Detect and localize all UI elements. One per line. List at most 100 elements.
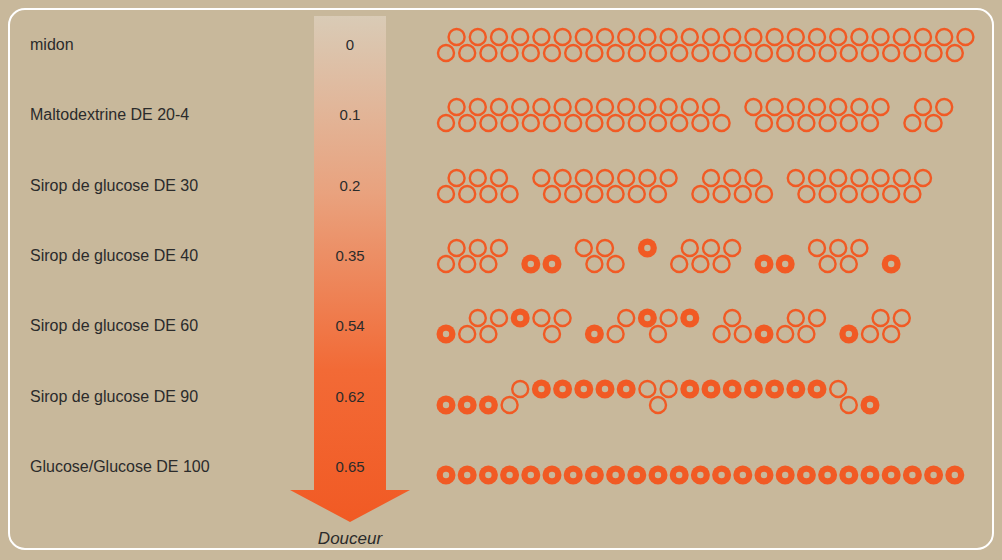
glucose-ring: [714, 45, 730, 61]
free-glucose: [638, 309, 657, 328]
glucose-ring: [809, 99, 825, 115]
glucose-ring: [459, 45, 475, 61]
glucose-ring: [671, 256, 687, 272]
glucose-ring: [682, 99, 698, 115]
glucose-ring: [703, 240, 719, 256]
free-glucose: [839, 325, 858, 344]
glucose-ring: [533, 29, 549, 45]
glucose-ring: [692, 115, 708, 131]
glucose-ring: [724, 240, 740, 256]
glucose-ring: [502, 115, 518, 131]
axis-label: Douceur: [318, 529, 382, 549]
glucose-ring: [661, 310, 677, 326]
glucose-ring: [820, 45, 836, 61]
glucose-ring: [565, 45, 581, 61]
glucose-ring: [523, 115, 539, 131]
free-glucose: [458, 396, 477, 415]
glucose-ring: [788, 170, 804, 186]
glucose-ring: [692, 256, 708, 272]
free-glucose-center: [464, 402, 470, 408]
glucose-ring: [555, 310, 571, 326]
glucose-ring: [608, 45, 624, 61]
free-glucose: [680, 309, 699, 328]
glucose-ring: [767, 99, 783, 115]
glucose-ring: [936, 99, 952, 115]
glucose-ring: [597, 99, 613, 115]
glucose-ring: [438, 45, 454, 61]
glucose-ring: [449, 170, 465, 186]
glucose-ring: [820, 186, 836, 202]
free-glucose: [585, 325, 604, 344]
glucose-ring: [597, 29, 613, 45]
sweetness-value: 0.54: [335, 317, 364, 335]
glucose-ring: [915, 170, 931, 186]
glucose-ring: [491, 170, 507, 186]
glucose-ring: [555, 99, 571, 115]
glucose-ring: [576, 170, 592, 186]
free-glucose-center: [729, 386, 735, 392]
free-glucose-center: [443, 331, 449, 337]
free-glucose-center: [761, 261, 767, 267]
glucose-ring: [523, 45, 539, 61]
free-glucose: [553, 380, 572, 399]
free-glucose-center: [506, 472, 512, 478]
sweetness-value: 0.1: [340, 106, 361, 124]
glucose-ring: [480, 186, 496, 202]
sweetness-arrow: [290, 16, 410, 522]
glucose-ring: [830, 170, 846, 186]
glucose-ring: [491, 29, 507, 45]
glucose-ring: [650, 115, 666, 131]
glucose-ring: [544, 326, 560, 342]
free-glucose: [797, 466, 816, 485]
free-glucose-center: [814, 386, 820, 392]
glucose-ring: [756, 186, 772, 202]
free-glucose: [712, 466, 731, 485]
free-glucose: [755, 255, 774, 274]
free-glucose-center: [549, 472, 555, 478]
free-glucose-center: [644, 315, 650, 321]
glucose-ring: [449, 240, 465, 256]
free-glucose-center: [443, 402, 449, 408]
free-glucose-center: [644, 245, 650, 251]
glucose-ring: [639, 381, 655, 397]
free-glucose: [903, 466, 922, 485]
free-glucose-center: [771, 386, 777, 392]
glucose-ring: [735, 186, 751, 202]
glucose-ring: [544, 115, 560, 131]
glucose-ring: [788, 310, 804, 326]
glucose-ring: [618, 170, 634, 186]
product-name: Sirop de glucose DE 40: [30, 246, 198, 265]
free-glucose-center: [528, 472, 534, 478]
glucose-ring: [586, 256, 602, 272]
free-glucose-center: [464, 472, 470, 478]
glucose-ring: [915, 29, 931, 45]
free-glucose: [564, 466, 583, 485]
free-glucose-center: [793, 386, 799, 392]
free-glucose-center: [782, 261, 788, 267]
glucose-ring: [873, 99, 889, 115]
glucose-ring: [502, 397, 518, 413]
glucose-ring: [565, 115, 581, 131]
glucose-ring: [936, 29, 952, 45]
glucose-ring: [438, 186, 454, 202]
free-glucose: [479, 396, 498, 415]
glucose-ring: [883, 186, 899, 202]
glucose-ring: [512, 29, 528, 45]
glucose-ring: [502, 186, 518, 202]
glucose-ring: [597, 240, 613, 256]
free-glucose: [638, 239, 657, 258]
free-glucose: [945, 466, 964, 485]
glucose-ring: [586, 115, 602, 131]
glucose-ring: [714, 186, 730, 202]
glucose-ring: [470, 170, 486, 186]
glucose-ring: [608, 186, 624, 202]
glucose-ring: [894, 170, 910, 186]
free-glucose-center: [570, 472, 576, 478]
free-glucose: [458, 466, 477, 485]
glucose-ring: [745, 99, 761, 115]
glucose-ring: [544, 45, 560, 61]
glucose-ring: [714, 326, 730, 342]
glucose-ring: [671, 45, 687, 61]
glucose-ring: [798, 45, 814, 61]
